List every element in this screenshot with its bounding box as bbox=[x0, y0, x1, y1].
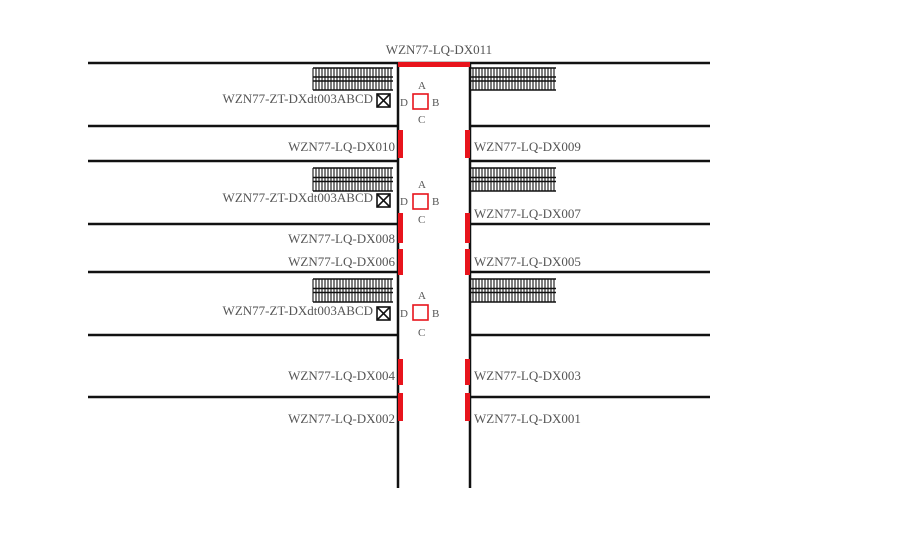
zt-label: WZN77-ZT-DXdt003ABCD bbox=[223, 190, 373, 205]
label-left: WZN77-LQ-DX008 bbox=[288, 231, 395, 246]
label-left: WZN77-LQ-DX002 bbox=[288, 411, 395, 426]
label-right: WZN77-LQ-DX009 bbox=[474, 139, 581, 154]
marker-right bbox=[465, 249, 470, 275]
marker-left bbox=[398, 393, 403, 421]
marker-right bbox=[465, 213, 470, 243]
node-letter-a: A bbox=[418, 290, 426, 302]
ladder-graphics bbox=[312, 67, 556, 303]
node-letter-d: D bbox=[400, 308, 408, 320]
cable-tray-ladder bbox=[469, 67, 556, 91]
zt-label: WZN77-ZT-DXdt003ABCD bbox=[223, 91, 373, 106]
node-letter-b: B bbox=[432, 97, 439, 109]
marker-left bbox=[398, 130, 403, 158]
node-squares bbox=[412, 93, 429, 321]
corridor-lines bbox=[396, 63, 472, 488]
node-letter-a: A bbox=[418, 179, 426, 191]
crossed-box-icon bbox=[376, 93, 391, 108]
label-right: WZN77-LQ-DX005 bbox=[474, 254, 581, 269]
marker-left bbox=[398, 249, 403, 275]
marker-left bbox=[398, 359, 403, 385]
node-letter-b: B bbox=[432, 196, 439, 208]
label-left: WZN77-LQ-DX004 bbox=[288, 368, 395, 383]
label-top: WZN77-LQ-DX011 bbox=[386, 42, 492, 57]
node-letter-d: D bbox=[400, 97, 408, 109]
label-right: WZN77-LQ-DX007 bbox=[474, 206, 581, 221]
cable-tray-ladder bbox=[469, 278, 556, 303]
node-square bbox=[412, 193, 429, 210]
label-right: WZN77-LQ-DX001 bbox=[474, 411, 581, 426]
zt-label: WZN77-ZT-DXdt003ABCD bbox=[223, 303, 373, 318]
red-markers bbox=[398, 62, 470, 421]
marker-top bbox=[398, 62, 470, 67]
label-right: WZN77-LQ-DX003 bbox=[474, 368, 581, 383]
node-letters: A B C D A B C D A B C D bbox=[400, 80, 439, 339]
crossed-boxes bbox=[376, 93, 391, 321]
marker-right bbox=[465, 393, 470, 421]
label-left: WZN77-LQ-DX010 bbox=[288, 139, 395, 154]
crossed-box-icon bbox=[376, 306, 391, 321]
marker-right bbox=[465, 130, 470, 158]
horizontal-lines bbox=[88, 61, 710, 399]
marker-left bbox=[398, 213, 403, 243]
node-letter-a: A bbox=[418, 80, 426, 92]
node-letter-c: C bbox=[418, 114, 425, 126]
node-letter-c: C bbox=[418, 214, 425, 226]
node-square bbox=[412, 93, 429, 110]
node-letter-b: B bbox=[432, 308, 439, 320]
cable-tray-ladder bbox=[312, 167, 393, 192]
label-left: WZN77-LQ-DX006 bbox=[288, 254, 395, 269]
node-square bbox=[412, 304, 429, 321]
crossed-box-icon bbox=[376, 193, 391, 208]
marker-right bbox=[465, 359, 470, 385]
node-letter-d: D bbox=[400, 196, 408, 208]
node-letter-c: C bbox=[418, 327, 425, 339]
cable-tray-ladder bbox=[469, 167, 556, 192]
cable-tray-ladder bbox=[312, 67, 393, 91]
cable-tray-ladder bbox=[312, 278, 393, 303]
